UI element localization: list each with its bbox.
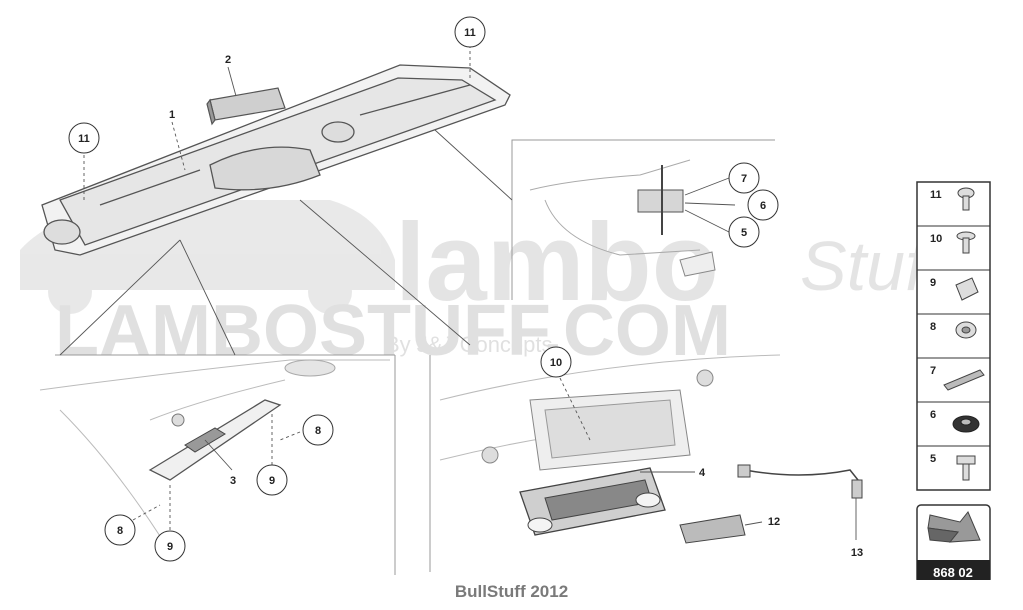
svg-text:5: 5 — [741, 227, 747, 239]
callout-circle-7: 7 — [728, 162, 760, 194]
parts-diagram: lambo Stuff LAMBOSTUFF.COM By J&J Concep… — [20, 16, 991, 584]
bolt-icon — [956, 455, 976, 481]
watermark-site: LAMBOSTUFF.COM — [55, 291, 731, 371]
legend-number-5: 5 — [930, 453, 936, 465]
callout-circle-8b: 8 — [104, 514, 136, 546]
legend-number-10: 10 — [930, 233, 942, 245]
callout-1: 1 — [169, 109, 175, 121]
rivet-icon — [943, 369, 985, 391]
detail-view — [511, 139, 775, 300]
callout-12: 12 — [768, 516, 780, 528]
legend-number-8: 8 — [930, 321, 936, 333]
callout-2: 2 — [225, 54, 231, 66]
svg-text:6: 6 — [760, 200, 766, 212]
callout-circle-10: 10 — [540, 346, 572, 378]
callout-circle-8a: 8 — [302, 414, 334, 446]
leader-lines — [59, 45, 857, 540]
svg-text:7: 7 — [741, 173, 747, 185]
callout-circle-11b: 11 — [68, 122, 100, 154]
callout-circle-9b: 9 — [154, 530, 186, 562]
legend-number-6: 6 — [930, 409, 936, 421]
headliner-part — [41, 64, 511, 256]
svg-text:10: 10 — [550, 357, 562, 369]
svg-text:11: 11 — [464, 27, 476, 39]
legend-number-7: 7 — [930, 365, 936, 377]
svg-text:11: 11 — [78, 133, 90, 145]
sun-visor-panel — [39, 354, 396, 575]
nut-icon — [955, 321, 977, 339]
screw-icon — [957, 187, 975, 211]
clip-icon — [955, 277, 979, 301]
torx-screw-icon — [956, 231, 976, 254]
washer-icon — [952, 415, 980, 433]
svg-text:8: 8 — [117, 525, 123, 537]
interior-light-panel — [429, 354, 863, 572]
foam-block-part — [206, 87, 286, 126]
callout-13: 13 — [851, 547, 863, 559]
page-code: 868 02 — [933, 565, 973, 580]
callout-3: 3 — [230, 475, 236, 487]
page-code-box: 868 02 — [916, 504, 991, 584]
callouts: 1 2 3 4 12 13 11 11 7 6 5 10 — [68, 16, 863, 562]
callout-circle-5: 5 — [728, 216, 760, 248]
callout-circle-9a: 9 — [256, 464, 288, 496]
svg-text:9: 9 — [269, 475, 275, 487]
legend-number-9: 9 — [930, 277, 936, 289]
legend-number-11: 11 — [930, 189, 942, 201]
svg-text:9: 9 — [167, 541, 173, 553]
callout-circle-11a: 11 — [454, 16, 486, 48]
callout-4: 4 — [699, 467, 706, 479]
svg-text:8: 8 — [315, 425, 321, 437]
parts-legend: 11 10 9 8 7 6 5 — [916, 181, 991, 491]
arrow-icon — [927, 511, 981, 543]
footer-credit: BullStuff 2012 — [454, 582, 569, 601]
callout-circle-6: 6 — [747, 189, 779, 221]
watermark-logo-text: lambo — [395, 201, 719, 324]
